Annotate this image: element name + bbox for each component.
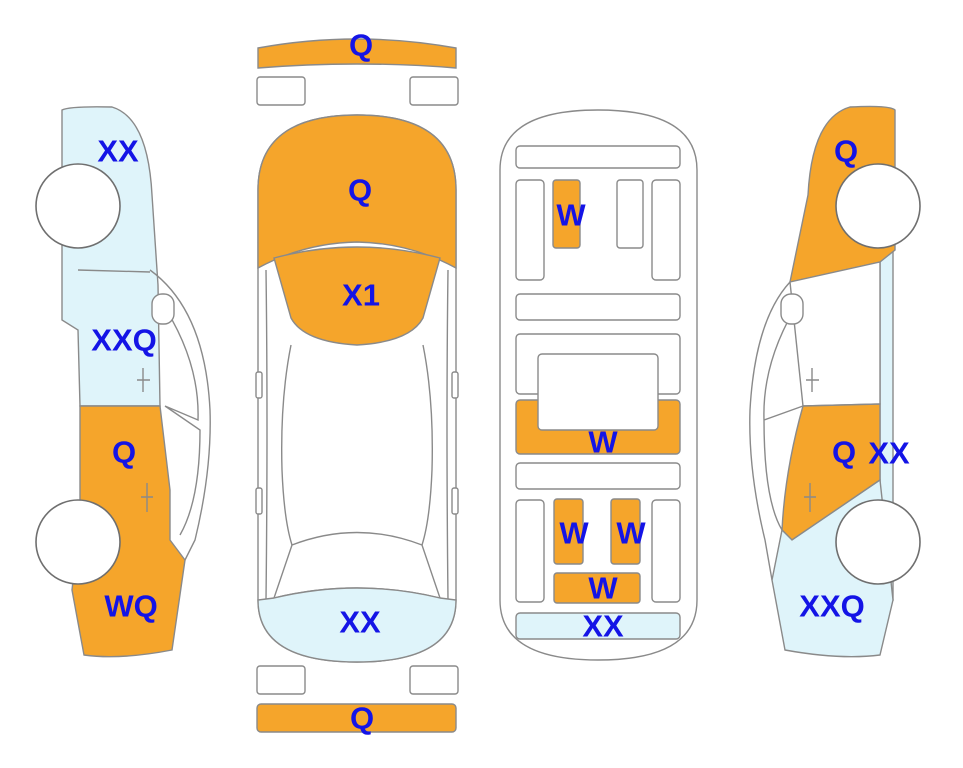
- trunk-panel[interactable]: [257, 114, 457, 270]
- right-body-outline: [749, 281, 791, 581]
- front-side-right: [651, 499, 681, 603]
- front-bumper-code: Q: [350, 701, 374, 736]
- mirror-top-right: [451, 371, 459, 399]
- right-front-wheel: [835, 499, 921, 585]
- front-panel[interactable]: [515, 612, 681, 640]
- rear-glass-code: X1: [342, 278, 380, 313]
- left-body-outline: [149, 269, 211, 561]
- left-front-door-code: Q: [112, 435, 136, 470]
- hood-panel[interactable]: [257, 587, 457, 663]
- left-front-handle: [141, 483, 153, 512]
- right-front-fender-code: XXQ: [799, 589, 864, 624]
- interior-view: W W W W W XX: [499, 109, 698, 661]
- rear-bumper-code: Q: [349, 28, 373, 63]
- dashboard-panel[interactable]: [553, 572, 641, 604]
- rear-side-right: [651, 179, 681, 281]
- hood-code: XX: [339, 605, 381, 640]
- front-light-right: [409, 665, 459, 695]
- left-side-view: XX XXQ Q WQ: [35, 106, 211, 658]
- right-mirror: [780, 293, 804, 325]
- left-rear-door-code: XXQ: [91, 323, 156, 358]
- front-side-left: [515, 499, 545, 603]
- front-seat-right-code: W: [616, 516, 646, 551]
- rear-seat-right: [616, 179, 644, 249]
- front-bumper[interactable]: [256, 703, 457, 733]
- right-rear-handle: [806, 368, 819, 392]
- dashboard-code: W: [588, 571, 618, 606]
- left-rear-handle: [137, 368, 150, 392]
- top-view: Q Q X1 XX Q: [255, 28, 459, 736]
- right-rear-wheel: [835, 163, 921, 249]
- left-front-panel[interactable]: [71, 405, 186, 658]
- rear-light-right: [409, 76, 459, 106]
- rear-light-left: [256, 76, 306, 106]
- front-seat-left[interactable]: [553, 498, 584, 565]
- front-seat-left-code: W: [559, 516, 589, 551]
- right-front-handle: [804, 483, 816, 512]
- front-light-left: [256, 665, 306, 695]
- right-front-door-extra-code: XX: [868, 436, 910, 471]
- rear-bench: [515, 293, 681, 321]
- right-side-view: Q Q XX XXQ: [749, 105, 921, 658]
- left-rear-quarter-code: XX: [97, 134, 139, 169]
- left-front-fender-code: WQ: [104, 589, 157, 624]
- rear-seat-code: W: [556, 198, 586, 233]
- right-rear-quarter-code: Q: [834, 134, 858, 169]
- rear-seat-left[interactable]: [552, 179, 581, 249]
- left-front-wheel: [35, 499, 121, 585]
- left-rear-wheel: [35, 163, 121, 249]
- rear-shelf: [515, 145, 681, 169]
- rear-glass-panel[interactable]: [273, 246, 441, 346]
- mirror-top-left-2: [255, 487, 263, 515]
- right-rear-door: [789, 261, 881, 407]
- front-panel-code: XX: [582, 609, 624, 644]
- center-panel-code: W: [588, 425, 618, 460]
- mirror-top-left: [255, 371, 263, 399]
- side-lines: [265, 269, 449, 601]
- right-front-door-code: Q: [832, 435, 856, 470]
- front-bench: [515, 462, 681, 490]
- trunk-code: Q: [348, 173, 372, 208]
- cabin-outline: [280, 344, 434, 546]
- rear-side-left: [515, 179, 545, 281]
- mirror-top-right-2: [451, 487, 459, 515]
- front-seat-right[interactable]: [610, 498, 641, 565]
- rear-bumper[interactable]: [257, 38, 457, 69]
- center-console: [537, 353, 659, 431]
- left-mirror: [151, 293, 175, 325]
